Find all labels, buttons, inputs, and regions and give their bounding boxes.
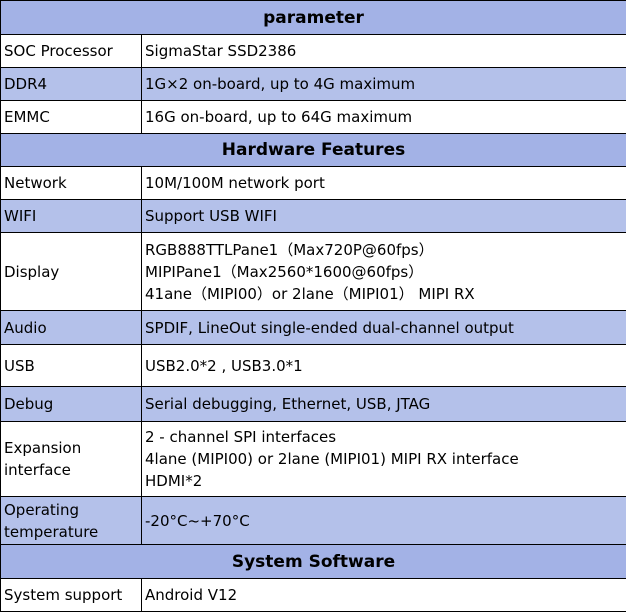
row-value: SigmaStar SSD2386	[141, 34, 626, 68]
section-header-software: System Software	[0, 544, 626, 579]
row-value: 2 - channel SPI interfaces 4lane (MIPI00…	[141, 421, 626, 497]
row-value: -20°C~+70°C	[141, 496, 626, 545]
row-value: Serial debugging, Ethernet, USB, JTAG	[141, 386, 626, 422]
label-line: Operating	[4, 500, 79, 519]
row-label: Network	[0, 166, 142, 200]
display-line: 41ane（MIPI00）or 2lane（MIPI01） MIPI RX	[145, 284, 475, 303]
row-value: SPDIF, LineOut single-ended dual-channel…	[141, 310, 626, 345]
table-row-temperature: Operating temperature -20°C~+70°C	[0, 496, 626, 545]
table-row-system: System support Android V12	[0, 578, 626, 612]
table-row-display: Display RGB888TTLPane1（Max720P@60fps） MI…	[0, 232, 626, 311]
expansion-line: 4lane (MIPI00) or 2lane (MIPI01) MIPI RX…	[145, 450, 519, 468]
row-label: Display	[0, 232, 142, 311]
display-line: MIPIPane1（Max2560*1600@60fps）	[145, 262, 424, 281]
table-row-ddr: DDR4 1G×2 on-board, up to 4G maximum	[0, 67, 626, 101]
table-row-debug: Debug Serial debugging, Ethernet, USB, J…	[0, 386, 626, 422]
row-label: USB	[0, 344, 142, 387]
row-value: USB2.0*2 , USB3.0*1	[141, 344, 626, 387]
table-row-wifi: WIFI Support USB WIFI	[0, 199, 626, 233]
table-row-network: Network 10M/100M network port	[0, 166, 626, 200]
row-value: 10M/100M network port	[141, 166, 626, 200]
table-row-emmc: EMMC 16G on-board, up to 64G maximum	[0, 100, 626, 134]
table-row-expansion: Expansion interface 2 - channel SPI inte…	[0, 421, 626, 497]
row-label: DDR4	[0, 67, 142, 101]
section-header-hardware: Hardware Features	[0, 133, 626, 167]
section-title: System Software	[0, 544, 626, 579]
table-row-usb: USB USB2.0*2 , USB3.0*1	[0, 344, 626, 387]
row-value: Android V12	[141, 578, 626, 612]
row-value: RGB888TTLPane1（Max720P@60fps） MIPIPane1（…	[141, 232, 626, 311]
table-row-soc: SOC Processor SigmaStar SSD2386	[0, 34, 626, 68]
row-label: Audio	[0, 310, 142, 345]
table-row-audio: Audio SPDIF, LineOut single-ended dual-c…	[0, 310, 626, 345]
row-label: Expansion interface	[0, 421, 142, 497]
row-label: System support	[0, 578, 142, 612]
row-label: Debug	[0, 386, 142, 422]
expansion-line: 2 - channel SPI interfaces	[145, 428, 337, 446]
display-line: RGB888TTLPane1（Max720P@60fps）	[145, 240, 434, 259]
section-title: parameter	[0, 0, 626, 35]
row-value: 16G on-board, up to 64G maximum	[141, 100, 626, 134]
label-line: interface	[4, 461, 71, 479]
row-value: Support USB WIFI	[141, 199, 626, 233]
label-line: temperature	[4, 522, 99, 541]
expansion-line: HDMI*2	[145, 472, 203, 490]
row-label: WIFI	[0, 199, 142, 233]
row-label: Operating temperature	[0, 496, 142, 545]
section-header-parameter: parameter	[0, 0, 626, 35]
label-line: Expansion	[4, 439, 82, 457]
row-label: EMMC	[0, 100, 142, 134]
section-title: Hardware Features	[0, 133, 626, 167]
row-label: SOC Processor	[0, 34, 142, 68]
row-value: 1G×2 on-board, up to 4G maximum	[141, 67, 626, 101]
